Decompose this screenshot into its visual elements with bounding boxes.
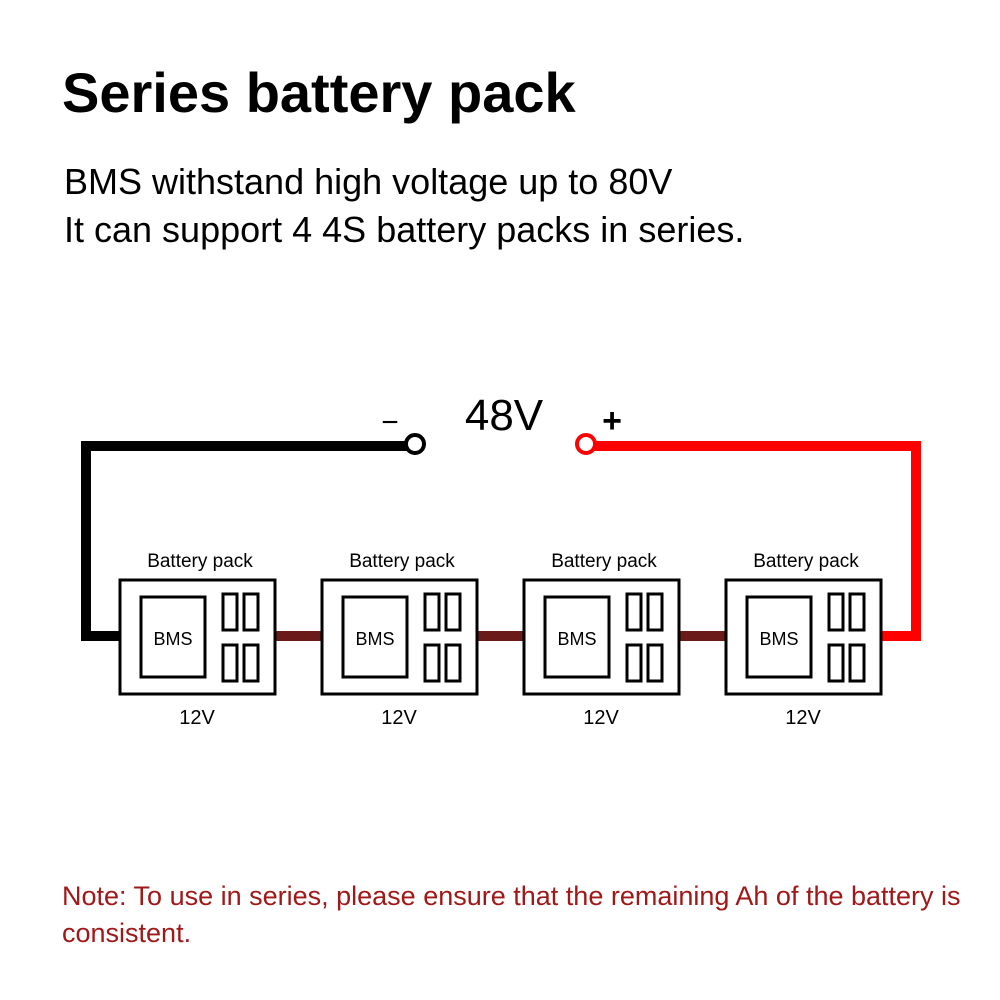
bms-label: BMS	[557, 629, 596, 649]
positive-symbol: +	[602, 402, 622, 440]
negative-wire	[81, 441, 408, 641]
cell	[646, 592, 664, 632]
cell	[625, 643, 643, 683]
pack-voltage-label: 12V	[583, 707, 619, 729]
pack-voltage-label: 12V	[179, 707, 215, 729]
subtitle-line-1: BMS withstand high voltage up to 80V	[64, 161, 673, 202]
cell	[848, 643, 866, 683]
pack-voltage-label: 12V	[381, 707, 417, 729]
subtitle: BMS withstand high voltage up to 80V It …	[64, 158, 744, 254]
cell	[423, 592, 441, 632]
bms-label: BMS	[355, 629, 394, 649]
bms-board	[543, 595, 611, 679]
cell	[646, 643, 664, 683]
page-title: Series battery pack	[62, 61, 576, 124]
usage-note: Note: To use in series, please ensure th…	[62, 881, 961, 948]
cell	[444, 592, 462, 632]
cell	[848, 592, 866, 632]
cell	[423, 643, 441, 683]
battery-pack-label: Battery pack	[147, 551, 253, 572]
cell	[242, 643, 260, 683]
cell	[242, 592, 260, 632]
bms-board	[745, 595, 813, 679]
positive-terminal	[575, 433, 597, 455]
cell	[221, 643, 239, 683]
cell	[827, 592, 845, 632]
bms-label: BMS	[153, 629, 192, 649]
cell	[827, 643, 845, 683]
subtitle-line-2: It can support 4 4S battery packs in ser…	[64, 209, 745, 250]
positive-wire	[594, 441, 921, 641]
negative-symbol: −	[381, 406, 399, 439]
battery-pack-4: Battery pack BMS 12V	[724, 551, 883, 729]
battery-pack-label: Battery pack	[349, 551, 455, 572]
bms-label: BMS	[759, 629, 798, 649]
negative-terminal	[404, 433, 426, 455]
pack-voltage-label: 12V	[785, 707, 821, 729]
battery-pack-2: Battery pack BMS 12V	[320, 551, 479, 729]
battery-pack-1: Battery pack BMS 12V	[118, 551, 277, 729]
cell	[625, 592, 643, 632]
cell	[444, 643, 462, 683]
battery-pack-label: Battery pack	[753, 551, 859, 572]
cell	[221, 592, 239, 632]
bms-board	[139, 595, 207, 679]
battery-pack-label: Battery pack	[551, 551, 657, 572]
battery-pack-3: Battery pack BMS 12V	[522, 551, 681, 729]
total-voltage-label: 48V	[465, 391, 544, 440]
bms-board	[341, 595, 409, 679]
